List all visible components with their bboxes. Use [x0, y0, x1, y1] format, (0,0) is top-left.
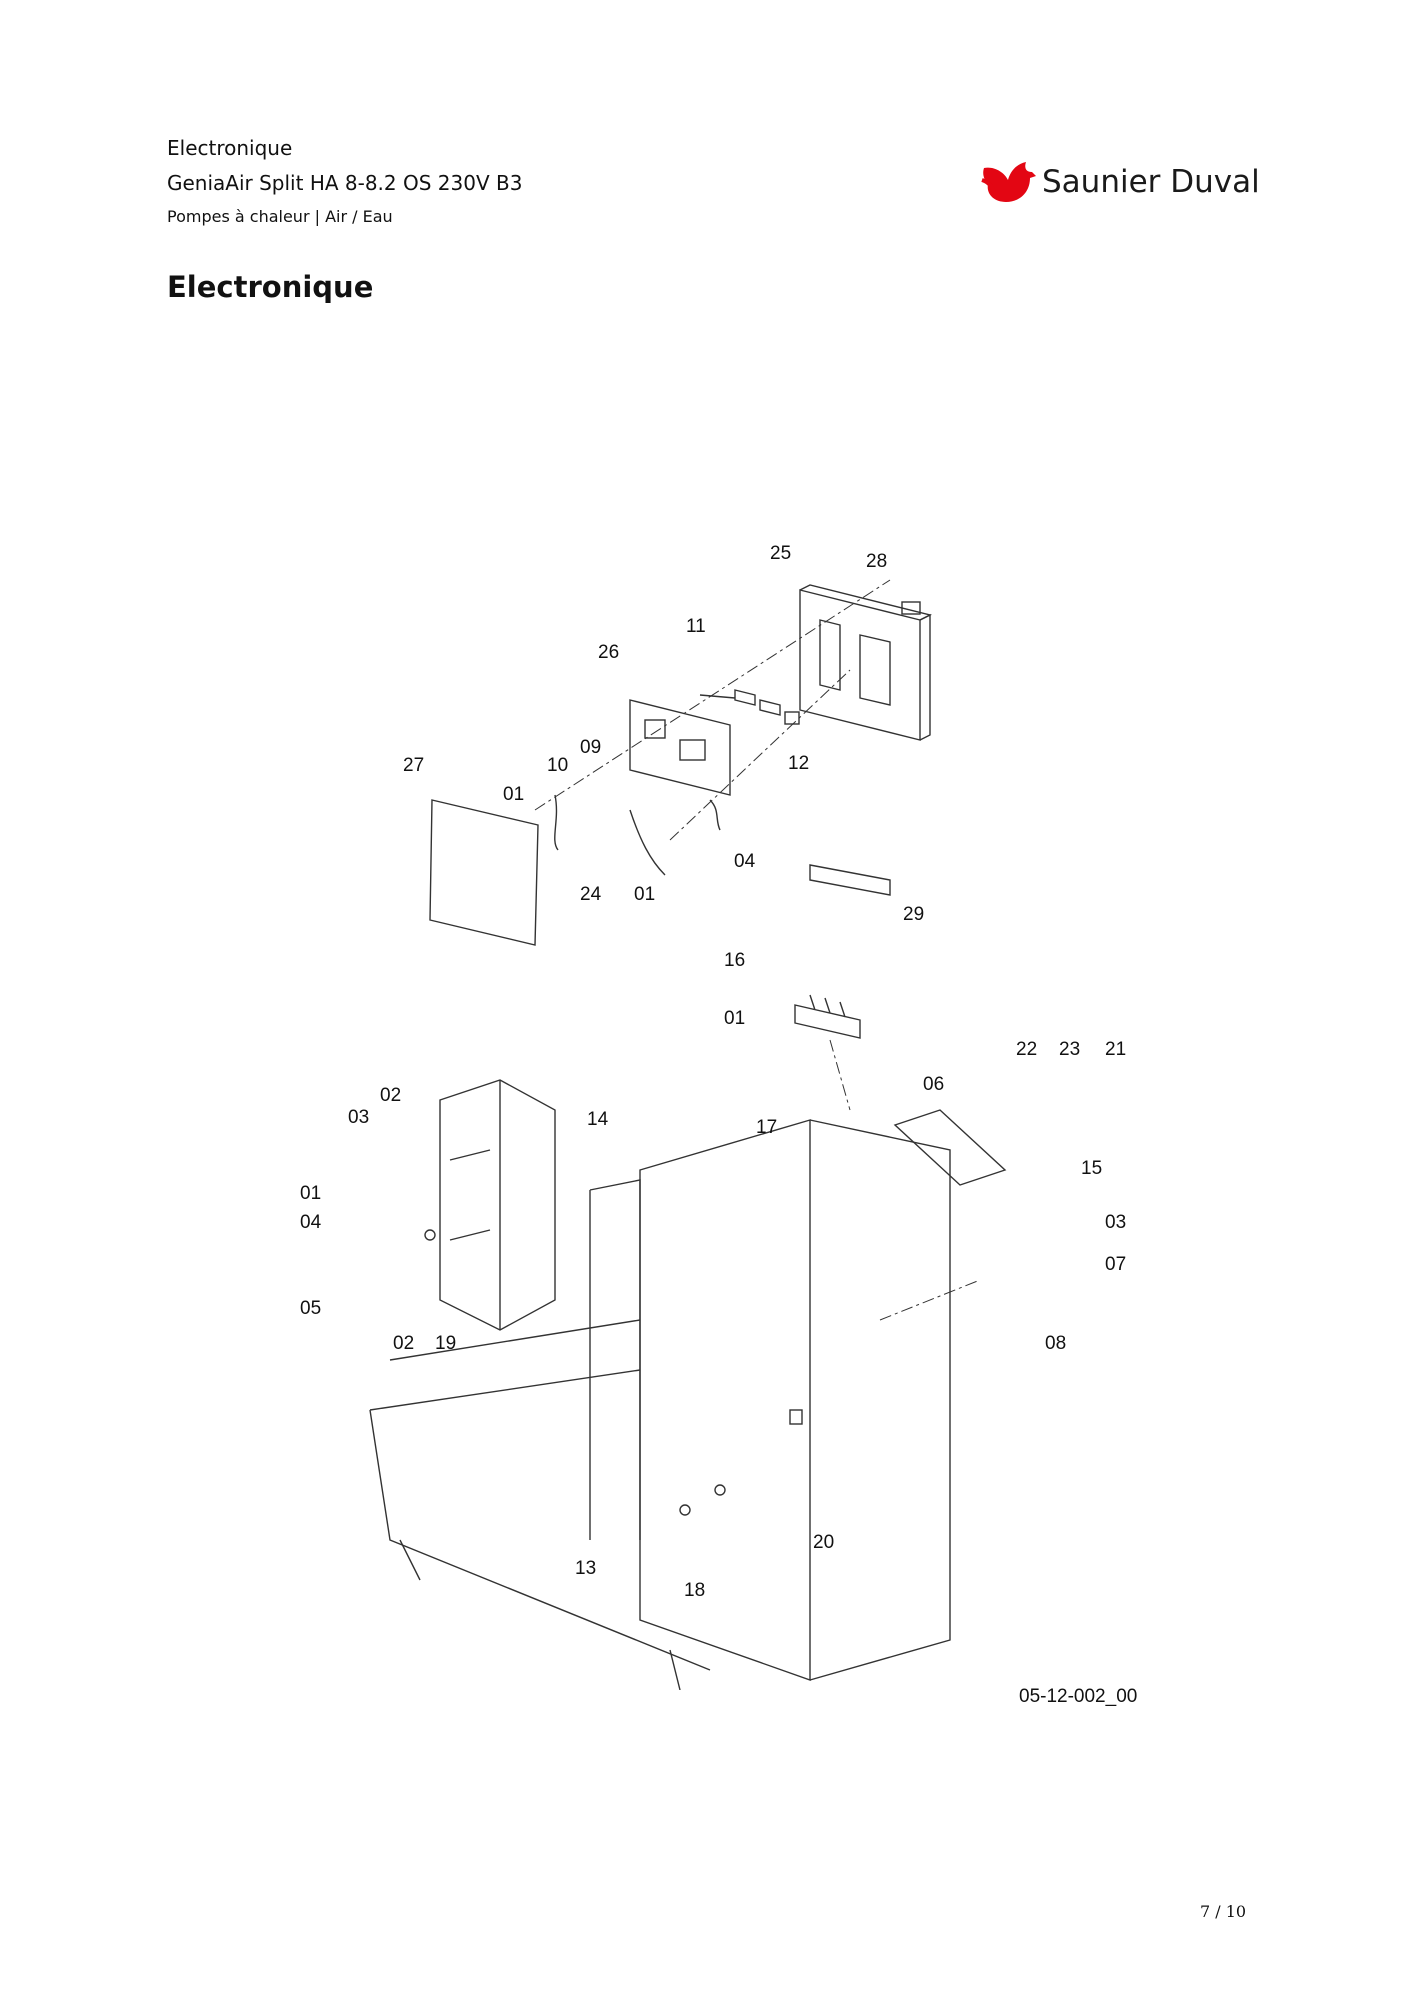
header-section: Electronique — [167, 136, 293, 160]
callout-12: 12 — [788, 753, 810, 774]
callout-04: 04 — [734, 851, 756, 872]
bird-logo-icon — [981, 162, 1036, 202]
header-category: Pompes à chaleur | Air / Eau — [167, 207, 393, 226]
callout-26: 26 — [598, 642, 620, 663]
diagram-reference: 05-12-002_00 — [1019, 1686, 1138, 1707]
header-product: GeniaAir Split HA 8-8.2 OS 230V B3 — [167, 171, 523, 195]
callout-24: 24 — [580, 884, 602, 905]
callout-19: 19 — [435, 1333, 457, 1354]
callout-05: 05 — [300, 1298, 322, 1319]
callout-03: 03 — [348, 1107, 370, 1128]
callout-14: 14 — [587, 1109, 609, 1130]
callout-23: 23 — [1059, 1039, 1081, 1060]
callout-22: 22 — [1016, 1039, 1038, 1060]
callout-18: 18 — [684, 1580, 706, 1601]
callout-10: 10 — [547, 755, 569, 776]
callout-16: 16 — [724, 950, 746, 971]
callout-02: 02 — [393, 1333, 415, 1354]
callout-01: 01 — [634, 884, 656, 905]
callout-11: 11 — [686, 616, 706, 637]
callout-01: 01 — [300, 1183, 322, 1204]
callout-13: 13 — [575, 1558, 597, 1579]
callout-29: 29 — [903, 904, 925, 925]
exploded-parts-diagram — [369, 579, 1007, 1690]
callout-15: 15 — [1081, 1158, 1103, 1179]
callout-28: 28 — [866, 551, 888, 572]
page-title: Electronique — [167, 270, 374, 304]
callout-01: 01 — [503, 784, 525, 805]
callout-17: 17 — [756, 1117, 778, 1138]
callout-01: 01 — [724, 1008, 746, 1029]
brand-logo: Saunier Duval — [980, 158, 1260, 208]
page-number: 7 / 10 — [1200, 1902, 1247, 1921]
callout-06: 06 — [923, 1074, 945, 1095]
callout-08: 08 — [1045, 1333, 1067, 1354]
callout-20: 20 — [813, 1532, 835, 1553]
brand-name: Saunier Duval — [1042, 164, 1260, 200]
callout-07: 07 — [1105, 1254, 1127, 1275]
callout-03: 03 — [1105, 1212, 1127, 1233]
callout-21: 21 — [1105, 1039, 1127, 1060]
callout-25: 25 — [770, 543, 792, 564]
callout-02: 02 — [380, 1085, 402, 1106]
callout-27: 27 — [403, 755, 425, 776]
callout-04: 04 — [300, 1212, 322, 1233]
callout-09: 09 — [580, 737, 602, 758]
